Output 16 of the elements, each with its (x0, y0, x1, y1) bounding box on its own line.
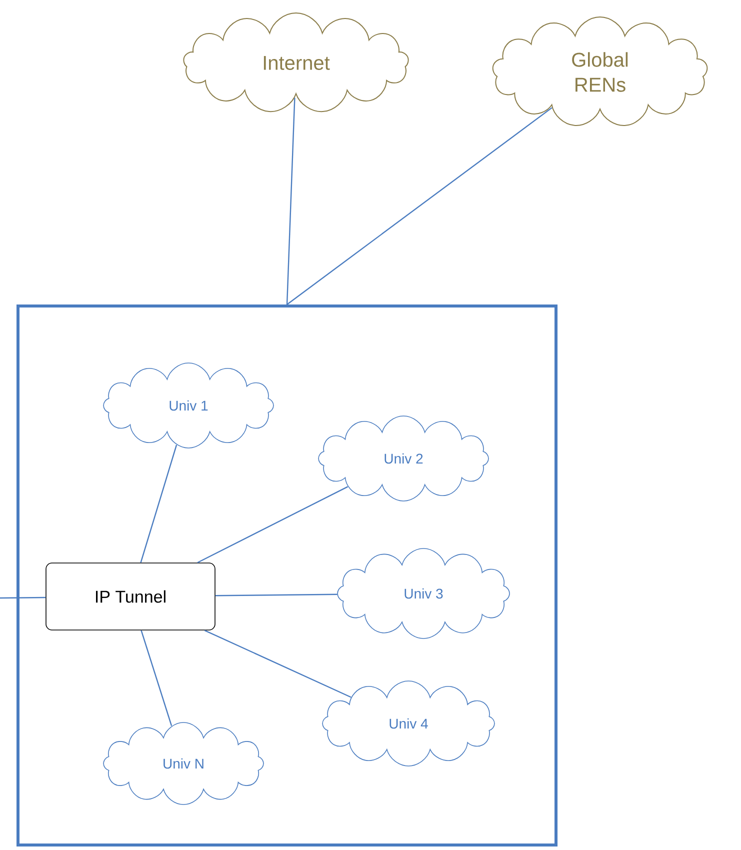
connector-line (140, 630, 172, 726)
cloud: Internet (183, 12, 409, 112)
connector-line (215, 594, 338, 596)
connector-line (0, 596, 46, 599)
connector-line (286, 107, 552, 305)
cloud: Univ 1 (103, 362, 274, 448)
connector-line (140, 444, 178, 563)
connector-line (197, 486, 348, 564)
network-frame (16, 304, 558, 846)
cloud: Univ N (103, 722, 264, 805)
tunnel-box: IP Tunnel (46, 562, 216, 630)
connector-line (204, 630, 352, 698)
cloud: Univ 3 (337, 548, 510, 639)
cloud: Global RENs (492, 16, 708, 126)
cloud: Univ 2 (318, 416, 489, 502)
cloud: Univ 4 (322, 680, 495, 766)
